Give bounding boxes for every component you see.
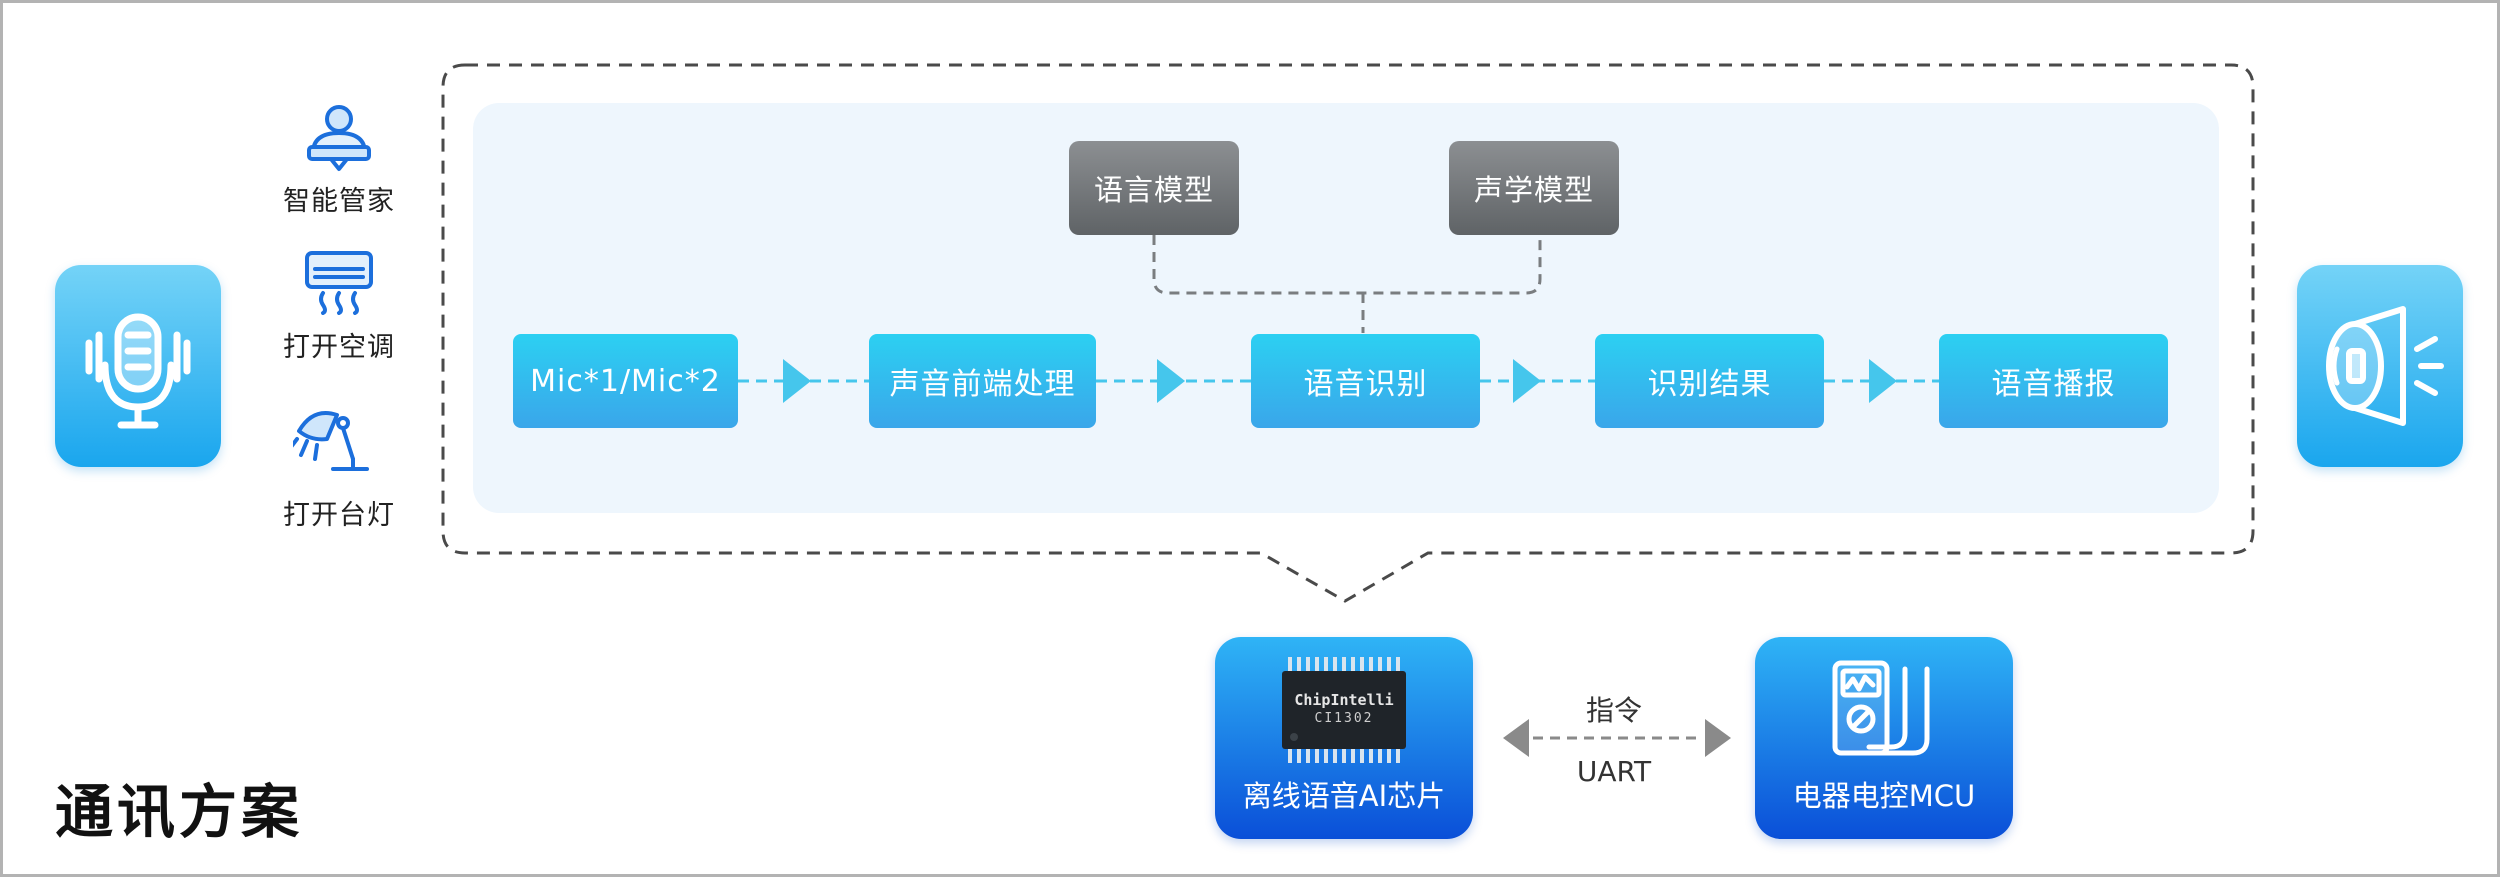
link-protocol-text: UART xyxy=(1576,755,1652,788)
mcu-label: 电器电控MCU xyxy=(1792,779,1976,813)
pipeline-step-recognition: 语音识别 xyxy=(1251,334,1480,428)
arrow-icon xyxy=(1513,359,1541,403)
callout-outline xyxy=(441,63,2255,603)
arrow-left-icon xyxy=(1503,719,1529,757)
arrow-right-icon xyxy=(1705,719,1731,757)
acoustic-model-box: 声学模型 xyxy=(1449,141,1619,235)
pipeline-step-mic: Mic*1/Mic*2 xyxy=(513,334,738,428)
arrow-icon xyxy=(1869,359,1897,403)
arrow-icon xyxy=(1157,359,1185,403)
pipeline-step-frontend: 声音前端处理 xyxy=(869,334,1096,428)
language-model-box: 语言模型 xyxy=(1069,141,1239,235)
output-device-tile xyxy=(2297,265,2463,467)
pipeline-arrows xyxy=(738,359,1939,403)
uart-link-arrow xyxy=(1503,719,1731,757)
page-title: 通讯方案 xyxy=(55,778,304,846)
speaker-icon xyxy=(2326,306,2444,426)
air-conditioner-icon xyxy=(301,249,377,315)
command-label: 打开空调 xyxy=(283,332,395,363)
command-label: 智能管家 xyxy=(283,186,395,217)
chip-model-text: CI1302 xyxy=(1314,711,1374,726)
offline-voice-chip-tile: ChipIntelli CI1302 离线语音AI芯片 xyxy=(1215,637,1473,839)
desk-lamp-icon xyxy=(289,401,373,477)
link-command-text: 指令 xyxy=(1585,694,1642,727)
pipeline-step-result: 识别结果 xyxy=(1595,334,1824,428)
model-connector xyxy=(1152,235,1542,333)
microphone-icon xyxy=(85,313,191,429)
pipeline-step-playback: 语音播报 xyxy=(1939,334,2168,428)
multimeter-icon xyxy=(1832,660,1930,756)
butler-icon xyxy=(299,103,379,173)
chip-label: 离线语音AI芯片 xyxy=(1242,779,1446,813)
command-label: 打开台灯 xyxy=(283,500,395,531)
input-device-tile xyxy=(55,265,221,467)
pipeline-panel xyxy=(473,103,2219,513)
chip-icon xyxy=(1282,657,1406,763)
chip-brand-text: ChipIntelli xyxy=(1294,691,1394,709)
arrow-icon xyxy=(783,359,811,403)
appliance-mcu-tile: 电器电控MCU xyxy=(1755,637,2013,839)
